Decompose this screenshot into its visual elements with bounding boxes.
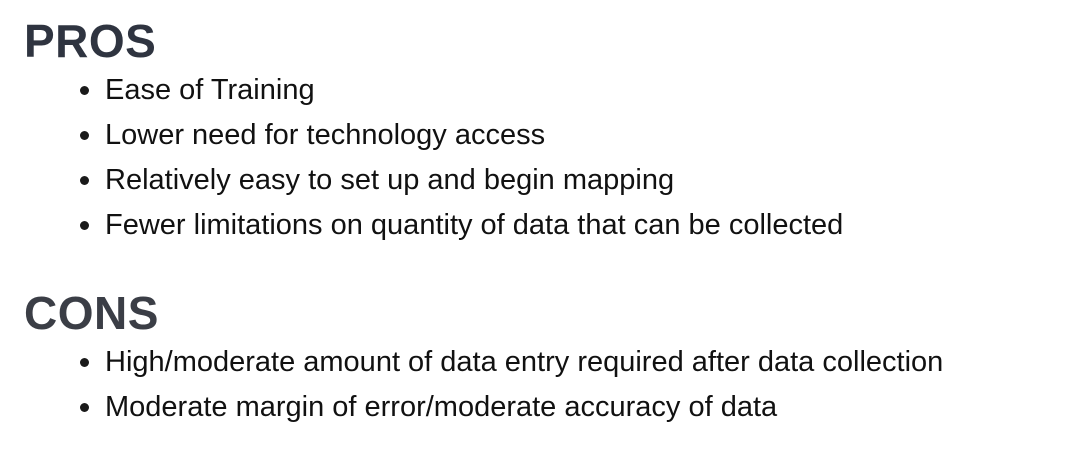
list-item: Lower need for technology access xyxy=(80,113,1066,158)
list-item: Relatively easy to set up and begin mapp… xyxy=(80,158,1066,203)
list-item: High/moderate amount of data entry requi… xyxy=(80,340,1066,385)
list-item-text: Lower need for technology access xyxy=(105,119,546,151)
bullet-icon xyxy=(80,221,89,230)
list-item: Fewer limitations on quantity of data th… xyxy=(80,203,1066,248)
cons-list: High/moderate amount of data entry requi… xyxy=(24,340,1066,430)
bullet-icon xyxy=(80,358,89,367)
cons-section: CONS High/moderate amount of data entry … xyxy=(24,286,1066,430)
list-item-text: Relatively easy to set up and begin mapp… xyxy=(105,164,675,196)
pros-list: Ease of Training Lower need for technolo… xyxy=(24,68,1066,248)
list-item: Ease of Training xyxy=(80,68,1066,113)
list-item-text: Moderate margin of error/moderate accura… xyxy=(105,391,778,423)
list-item-text: Ease of Training xyxy=(105,74,315,106)
list-item-text: Fewer limitations on quantity of data th… xyxy=(105,209,844,241)
pros-section: PROS Ease of Training Lower need for tec… xyxy=(24,14,1066,248)
bullet-icon xyxy=(80,403,89,412)
cons-heading: CONS xyxy=(24,287,159,339)
bullet-icon xyxy=(80,131,89,140)
list-item-text: High/moderate amount of data entry requi… xyxy=(105,346,944,378)
bullet-icon xyxy=(80,86,89,95)
pros-heading: PROS xyxy=(24,15,157,67)
bullet-icon xyxy=(80,176,89,185)
list-item: Moderate margin of error/moderate accura… xyxy=(80,385,1066,430)
